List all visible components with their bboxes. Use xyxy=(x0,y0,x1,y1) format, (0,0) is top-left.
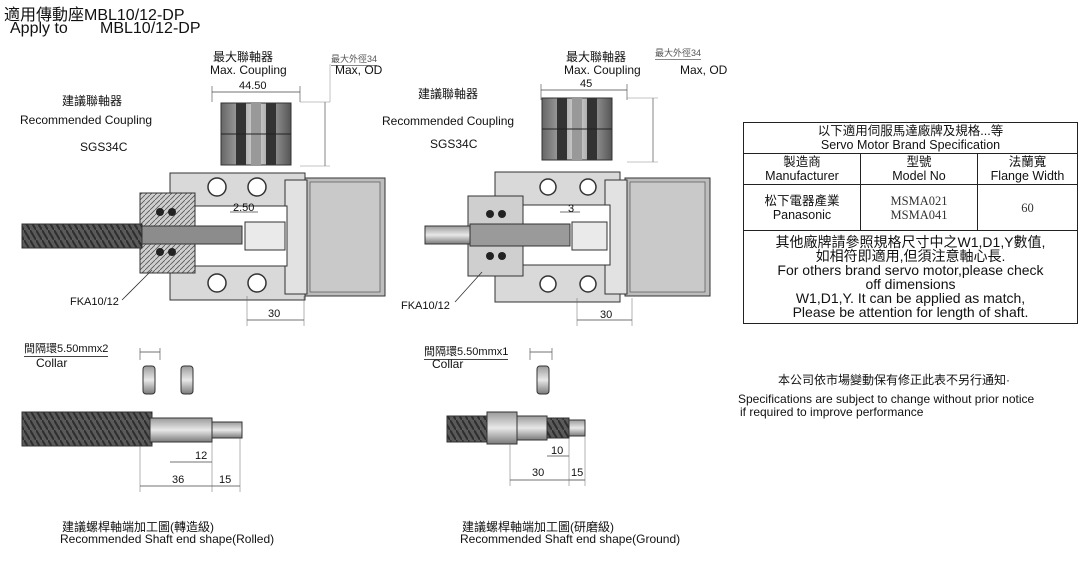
left-recommended-en: Recommended Coupling xyxy=(20,113,153,127)
middle-recommended-zh: 建議聯軸器 xyxy=(418,87,479,101)
left-collar-zh: 間隔環5.50mmx2 xyxy=(24,340,109,357)
middle-coupling-model: SGS34C xyxy=(430,137,478,151)
left-depth-dimension: 30 xyxy=(268,308,281,320)
left-shaft-detail xyxy=(21,348,243,492)
left-caption-en: Recommended Shaft end shape(Rolled) xyxy=(60,532,275,546)
middle-caption-en: Recommended Shaft end shape(Ground) xyxy=(460,532,681,546)
middle-depth-dimension: 30 xyxy=(600,309,613,321)
left-coupling-width: 44.50 xyxy=(239,80,267,92)
left-collar-en: Collar xyxy=(36,356,68,370)
middle-caption-zh: 建議螺桿軸端加工圖(研磨級) xyxy=(462,520,614,534)
left-max-coupling-en: Max. Coupling xyxy=(210,63,287,77)
left-gap-dimension: 2.50 xyxy=(233,202,255,214)
notice-en-1: Specifications are subject to change wit… xyxy=(738,392,1035,406)
apply-value: MBL10/12-DP xyxy=(100,20,201,37)
left-caption-zh: 建議螺桿軸端加工圖(轉造級) xyxy=(62,520,214,534)
middle-max-coupling-en: Max. Coupling xyxy=(564,63,641,77)
middle-max-coupling-zh: 最大聯軸器 xyxy=(566,50,627,64)
table-note-row: 其他廠牌請參照規格尺寸中之W1,D1,Y數值, 如相符即適用,但須注意軸心長. … xyxy=(743,230,1078,324)
cell-model: MSMA021 MSMA041 xyxy=(860,184,978,231)
table-header-row: 製造商 Manufacturer 型號 Model No 法蘭寬 Flange … xyxy=(743,153,1078,185)
table-title-row: 以下適用伺服馬達廠牌及規格...等 Servo Motor Brand Spec… xyxy=(743,122,1078,154)
compatibility-note: 其他廠牌請參照規格尺寸中之W1,D1,Y數值, 如相符即適用,但須注意軸心長. … xyxy=(743,230,1078,324)
header-flange-width: 法蘭寬 Flange Width xyxy=(977,153,1078,185)
middle-collar-en: Collar xyxy=(432,357,464,371)
left-max-od-en: Max, OD xyxy=(335,63,383,77)
left-dim-36: 36 xyxy=(172,474,185,486)
middle-bearing-label: FKA10/12 xyxy=(401,300,450,312)
middle-dim-30: 30 xyxy=(532,467,545,479)
servo-spec-table: 以下適用伺服馬達廠牌及規格...等 Servo Motor Brand Spec… xyxy=(743,122,1078,324)
cell-flange: 60 xyxy=(977,184,1078,231)
left-max-od-zh: 最大外徑34 xyxy=(331,54,378,66)
left-recommended-zh: 建議聯軸器 xyxy=(62,94,123,108)
notice-en-2: if required to improve performance xyxy=(740,405,924,419)
cell-manufacturer: 松下電器產業 Panasonic xyxy=(743,184,861,231)
middle-assembly-drawing xyxy=(424,84,711,326)
left-coupling-model: SGS34C xyxy=(80,140,128,154)
left-bearing-label: FKA10/12 xyxy=(70,296,119,308)
table-row: 松下電器產業 Panasonic MSMA021 MSMA041 60 xyxy=(743,184,1078,231)
apply-label: Apply to xyxy=(10,20,68,37)
middle-coupling-width: 45 xyxy=(580,78,593,90)
middle-gap-dimension: 3 xyxy=(568,203,575,215)
left-assembly-drawing xyxy=(21,64,386,326)
middle-dim-15: 15 xyxy=(571,467,584,479)
table-title: 以下適用伺服馬達廠牌及規格...等 Servo Motor Brand Spec… xyxy=(743,122,1078,154)
left-dim-12: 12 xyxy=(195,450,208,462)
middle-dim-10: 10 xyxy=(551,445,564,457)
page-title: 適用傳動座MBL10/12-DP xyxy=(4,7,185,24)
middle-max-od-zh: 最大外徑34 xyxy=(655,48,702,60)
left-dim-15: 15 xyxy=(219,474,232,486)
header-model-no: 型號 Model No xyxy=(860,153,978,185)
middle-shaft-detail xyxy=(446,348,586,486)
middle-max-od-en: Max, OD xyxy=(680,63,728,77)
middle-recommended-en: Recommended Coupling xyxy=(382,114,515,128)
left-max-coupling-zh: 最大聯軸器 xyxy=(213,50,274,64)
header-manufacturer: 製造商 Manufacturer xyxy=(743,153,861,185)
notice-zh: 本公司依市場變動保有修正此表不另行通知· xyxy=(778,373,1010,387)
middle-collar-zh: 間隔環5.50mmx1 xyxy=(424,343,509,360)
